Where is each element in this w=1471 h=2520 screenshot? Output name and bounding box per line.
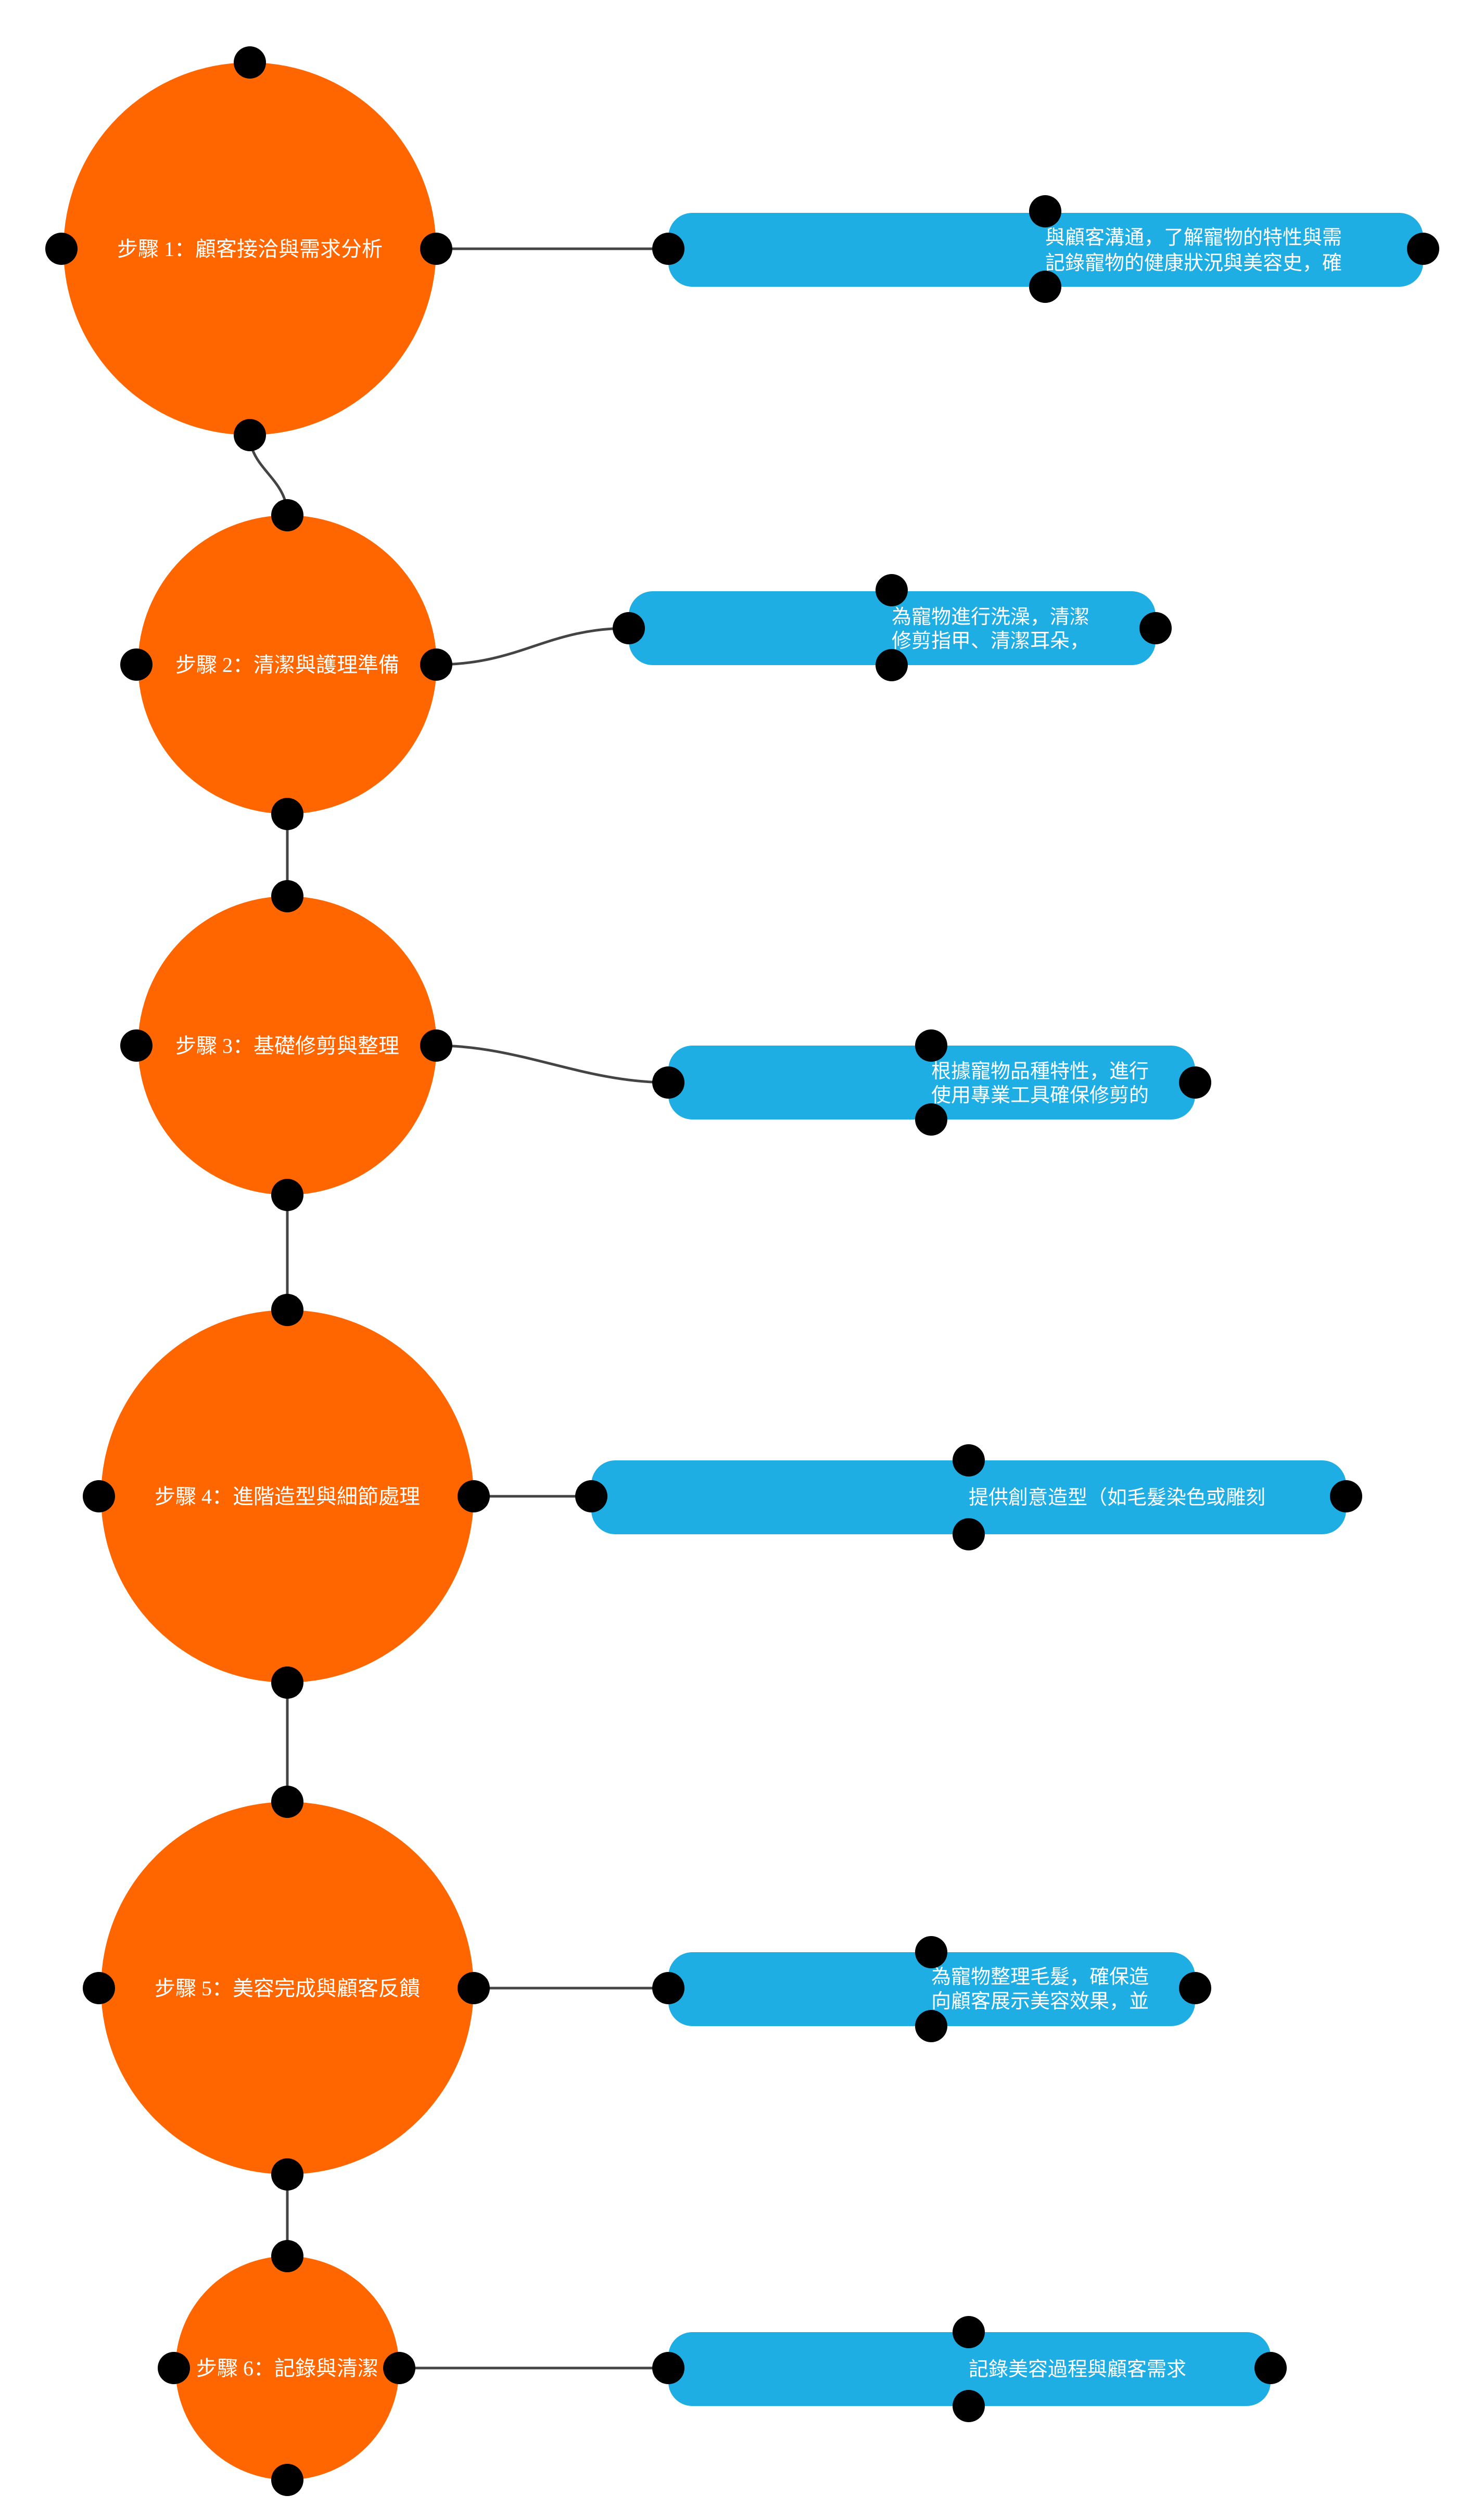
step-label-6: 步驟 6：記錄與清潔	[196, 2357, 378, 2380]
desc-line-2-2: 修剪指甲、清潔耳朵，	[892, 629, 1089, 652]
desc-line-1-1: 與顧客溝通，了解寵物的特性與需	[1045, 226, 1342, 249]
desc-line-5-1: 為寵物整理毛髮，確保造	[931, 1965, 1149, 1988]
connection-handle[interactable]	[271, 2240, 303, 2272]
connection-handle[interactable]	[915, 1103, 947, 1136]
connection-handle[interactable]	[120, 648, 153, 681]
connection-handle[interactable]	[652, 1066, 684, 1099]
connection-handle[interactable]	[420, 1029, 452, 1062]
step-label-1: 步驟 1：顧客接洽與需求分析	[117, 237, 383, 261]
connection-handle[interactable]	[271, 880, 303, 912]
connection-handle[interactable]	[271, 1666, 303, 1699]
connection-handle[interactable]	[271, 1179, 303, 1211]
desc-line-2-1: 為寵物進行洗澡，清潔	[892, 605, 1089, 628]
connection-handle[interactable]	[234, 419, 266, 451]
connection-handle[interactable]	[45, 233, 78, 265]
desc-node-1[interactable]: 與顧客溝通，了解寵物的特性與需 記錄寵物的健康狀況與美容史，確	[668, 213, 1423, 287]
step-node-4[interactable]: 步驟 4：進階造型與細節處理	[101, 1310, 474, 1683]
connection-handle[interactable]	[271, 2158, 303, 2191]
connection-handle[interactable]	[158, 2352, 190, 2384]
connection-handle[interactable]	[458, 1480, 490, 1512]
connection-handle[interactable]	[1179, 1972, 1211, 2004]
desc-line-4-1: 提供創意造型（如毛髮染色或雕刻	[969, 1486, 1265, 1509]
connection-handle[interactable]	[1029, 195, 1061, 227]
connection-handle[interactable]	[915, 1936, 947, 1968]
connection-handle[interactable]	[458, 1972, 490, 2004]
desc-line-5-2: 向顧客展示美容效果，並	[931, 1990, 1149, 2013]
desc-node-4[interactable]: 提供創意造型（如毛髮染色或雕刻	[591, 1460, 1346, 1534]
desc-line-6-1: 記錄美容過程與顧客需求	[969, 2358, 1186, 2381]
step-label-5: 步驟 5：美容完成與顧客反饋	[155, 1977, 420, 2000]
connection-handle[interactable]	[953, 2390, 985, 2422]
connection-handle[interactable]	[613, 612, 645, 644]
connection-handle[interactable]	[120, 1029, 153, 1062]
connection-handle[interactable]	[1139, 612, 1172, 644]
step-node-3[interactable]: 步驟 3：基礎修剪與整理	[138, 896, 437, 1195]
connection-handle[interactable]	[420, 648, 452, 681]
step-label-4: 步驟 4：進階造型與細節處理	[155, 1485, 420, 1508]
connection-handle[interactable]	[234, 46, 266, 79]
connection-handle[interactable]	[652, 233, 684, 265]
step-node-2[interactable]: 步驟 2：清潔與護理準備	[138, 515, 437, 814]
connection-handle[interactable]	[271, 1294, 303, 1326]
connection-handle[interactable]	[652, 1972, 684, 2004]
connection-handle[interactable]	[876, 574, 908, 606]
edge-step3-to-desc3	[435, 1044, 670, 1084]
step-label-3: 步驟 3：基礎修剪與整理	[175, 1034, 399, 1058]
connection-handle[interactable]	[915, 1029, 947, 1062]
connection-handle[interactable]	[1254, 2352, 1287, 2384]
connection-handle[interactable]	[271, 2464, 303, 2496]
connection-handle[interactable]	[876, 649, 908, 681]
connection-handle[interactable]	[271, 499, 303, 531]
connection-handle[interactable]	[83, 1972, 115, 2004]
connection-handle[interactable]	[953, 2316, 985, 2348]
connection-handle[interactable]	[271, 1786, 303, 1818]
connection-handle[interactable]	[1179, 1066, 1211, 1099]
connection-handle[interactable]	[652, 2352, 684, 2384]
connection-handle[interactable]	[1330, 1480, 1362, 1512]
connection-handle[interactable]	[915, 2010, 947, 2042]
step-node-5[interactable]: 步驟 5：美容完成與顧客反饋	[101, 1802, 474, 2174]
step-label-2: 步驟 2：清潔與護理準備	[175, 653, 399, 677]
connection-handle[interactable]	[271, 798, 303, 830]
desc-node-5[interactable]: 為寵物整理毛髮，確保造 向顧客展示美容效果，並	[668, 1952, 1195, 2026]
connection-handle[interactable]	[1407, 233, 1439, 265]
step-node-1[interactable]: 步驟 1：顧客接洽與需求分析	[64, 62, 436, 435]
desc-node-3[interactable]: 根據寵物品種特性，進行 使用專業工具確保修剪的	[668, 1046, 1195, 1119]
desc-node-6[interactable]: 記錄美容過程與顧客需求	[668, 2332, 1271, 2406]
step-node-6[interactable]: 步驟 6：記錄與清潔	[175, 2256, 399, 2480]
desc-node-2[interactable]: 為寵物進行洗澡，清潔 修剪指甲、清潔耳朵，	[629, 591, 1156, 665]
desc-line-1-2: 記錄寵物的健康狀況與美容史，確	[1045, 251, 1342, 274]
connection-handle[interactable]	[953, 1518, 985, 1550]
connection-handle[interactable]	[575, 1480, 607, 1512]
connection-handle[interactable]	[83, 1480, 115, 1512]
connection-handle[interactable]	[383, 2352, 415, 2384]
desc-line-3-2: 使用專業工具確保修剪的	[931, 1084, 1149, 1106]
connection-handle[interactable]	[953, 1444, 985, 1477]
connection-handle[interactable]	[1029, 271, 1061, 303]
desc-line-3-1: 根據寵物品種特性，進行	[931, 1060, 1149, 1083]
connection-handle[interactable]	[420, 233, 452, 265]
edge-step2-to-desc2	[435, 627, 630, 666]
